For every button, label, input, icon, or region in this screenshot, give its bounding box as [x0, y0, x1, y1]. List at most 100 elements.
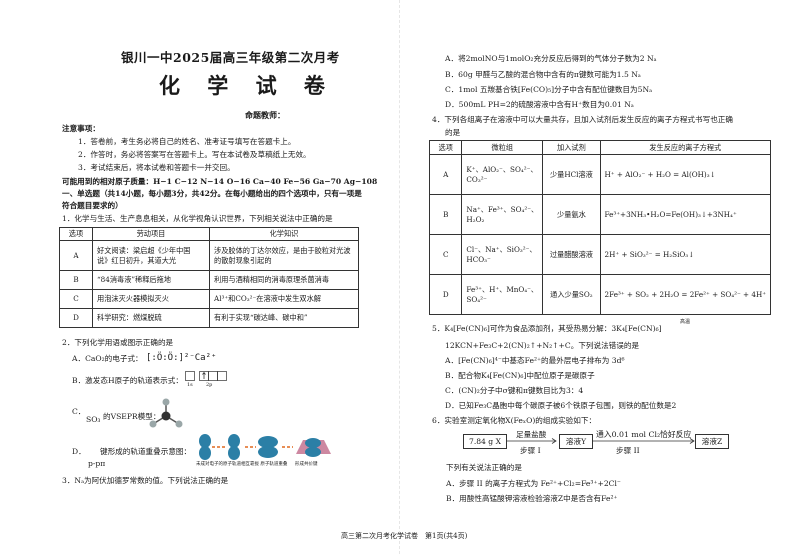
flow-step2-reagent: 通入0.01 mol Cl₂恰好反应 — [596, 430, 692, 439]
q4-reagent: 过量醋酸溶液 — [542, 234, 601, 275]
q4-reagent: 通入少量SO₂ — [542, 274, 601, 315]
q4-ions-cell: Na⁺、Fe³⁺、SO₄²⁻、H₂O₂ — [461, 194, 544, 235]
question-2: 2．下列化学用语或图示正确的是 — [62, 338, 174, 347]
q1-option: B — [59, 270, 93, 290]
cell-line: K⁺、AlO₂⁻、SO₄²⁻、 — [466, 164, 538, 174]
flow-step1-reagent: 足量盐酸 — [516, 430, 547, 439]
q4-reagent: 少量HCl溶液 — [542, 154, 601, 195]
q5-option-b: B．配合物K₄[Fe(CN)₆]中配位原子是碳原子 — [445, 371, 595, 380]
notice-item: 1．答卷前，考生务必将自己的姓名、准考证号填写在答题卡上。 — [78, 137, 296, 146]
q6-ask: 下列有关说法正确的是 — [446, 463, 522, 472]
q1-chem-cell: 利用与酒精相同的消毒原理杀菌消毒 — [209, 270, 359, 290]
notice-item: 3．考试结束后，将本试卷和答题卡一并交回。 — [78, 163, 235, 172]
q2-option-c: C． — [72, 407, 86, 416]
flow-arrow-1 — [506, 438, 557, 444]
q4-header: 加入试剂 — [542, 140, 601, 155]
q5-option-a: A．[Fe(CN)₆]⁴⁻中基态Fe²⁺的最外层电子排布为 3d⁶ — [445, 356, 625, 365]
overlap-caption-1: 未成对电子的原子轨道相互靠拢 原子轨道重叠 — [196, 462, 288, 467]
cell-line: SO₄²⁻ — [466, 294, 487, 304]
cell-line: CO₃²⁻ — [466, 174, 488, 184]
q2-option-b: B．激发态H原子的轨道表示式： — [72, 376, 183, 385]
question-4-cont: 的是 — [445, 128, 461, 137]
q1-option: D — [59, 308, 93, 328]
orbital-diagram — [185, 371, 227, 381]
q1-header: 化学知识 — [209, 227, 359, 241]
q2-a-formula: [:Ö:Ö:]²⁻Ca²⁺ — [146, 353, 217, 363]
question-6: 6．实验室测定氧化物X(FeₓO)的组成实验如下： — [432, 416, 597, 425]
flow-box-y: 溶液Y — [559, 434, 593, 449]
flow-step2-label: 步骤 II — [616, 446, 640, 455]
q1-chem-cell: 有利于实现“碳达峰、碳中和” — [209, 308, 359, 328]
cell-line: 好文阅读：梁启超《少年中国 — [97, 245, 191, 255]
orbital-box-1s — [185, 371, 195, 381]
section-heading: 一、单选题（共14小题，每小题3分，共42分。在每小题给出的四个选项中，只有一项… — [62, 189, 362, 198]
q4-ions-cell: Cl⁻、Na⁺、SiO₃²⁻、HCO₃⁻ — [461, 234, 544, 275]
q2-c-text: 的VSEPR模型： — [103, 412, 161, 421]
cell-line: 涉及胶体的丁达尔效应，是由于胶粒对光波 — [214, 245, 351, 255]
q5-option-c: C．(CN)₂分子中σ键和π键数目比为3：4 — [445, 386, 584, 395]
q2-option-a: A．CaO₂的电子式： — [72, 354, 143, 363]
q3-option-c: C．1mol 五羰基合铁[Fe(CO)₅]分子中含有配位键数目为5Nₐ — [445, 85, 653, 94]
q6-option-b: B．用酸性高锰酸钾溶液检验溶液Z中是否含有Fe²⁺ — [446, 494, 618, 503]
electron-arrow-head — [202, 371, 206, 375]
cell-line: H₂O₂ — [466, 214, 485, 224]
q4-option: C — [428, 234, 463, 275]
cell-line: 说》红日初升，其道大光 — [97, 255, 177, 265]
flow-step1-label: 步骤 I — [520, 446, 541, 455]
q4-header: 发生反应的离子方程式 — [599, 140, 772, 155]
q3-option-a: A．将2molNO与1molO₂充分反应后得到的气体分子数为2 Nₐ — [445, 54, 657, 63]
orbital-box-2p — [208, 371, 218, 381]
q1-work-cell: 科学研究：燃煤脱硫 — [92, 308, 210, 328]
q4-ions-cell: Fe³⁺、H⁺、MnO₄⁻、SO₄²⁻ — [461, 274, 544, 315]
q2-d-sub: p-pπ — [88, 459, 106, 468]
question-1: 1．化学与生活、生产息息相关，从化学视角认识世界，下列相关说法中正确的是 — [62, 214, 333, 223]
q2-d-text: 键形成的轨道重叠示意图： — [100, 447, 192, 456]
orbital-overlap-diagram — [199, 434, 331, 460]
cell-line: Fe³⁺、H⁺、MnO₄⁻、 — [466, 284, 539, 294]
q1-option: A — [59, 240, 93, 271]
cell-line: Cl⁻、Na⁺、SiO₃²⁻、 — [466, 244, 537, 254]
q6-option-a: A．步骤 II 的离子方程式为 Fe²⁺+Cl₂=Fe³⁺+2Cl⁻ — [446, 479, 621, 488]
q1-work-cell: 用泡沫灭火器模拟灭火 — [92, 289, 210, 309]
q4-equation: 2Fe³⁺ + SO₂ + 2H₂O = 2Fe²⁺ + SO₄²⁻ + 4H⁺ — [599, 274, 772, 315]
question-4: 4．下列各组离子在溶液中可以大量共存，且加入试剂后发生反应的离子方程式书写也正确 — [432, 115, 733, 124]
cell-line: 的散射现象引起的 — [214, 255, 272, 265]
q1-work-cell: 好文阅读：梁启超《少年中国说》红日初升，其道大光 — [92, 240, 210, 271]
overlap-caption-2: 形成共价键 — [295, 462, 318, 467]
orbital-label-1s: 1s — [187, 382, 193, 388]
q2-c-formula: SO₃ — [86, 415, 101, 424]
orbital-label-2p: 2p — [206, 382, 213, 388]
school-title: 银川一中2025届高三年级第二次月考 — [121, 50, 340, 65]
q4-option: D — [428, 274, 463, 315]
q3-option-b: B．60g 甲醛与乙酸的混合物中含有的π键数可能为1.5 Nₐ — [445, 70, 641, 79]
q1-chem-cell: Al³⁺和CO₃²⁻在溶液中发生双水解 — [209, 289, 359, 309]
notice-title: 注意事项： — [62, 124, 100, 133]
author-label: 命题教师： — [245, 110, 285, 120]
subject-title: 化 学 试 卷 — [159, 74, 335, 98]
question-5-cont: 12KCN+Fe₃C+2(CN)₂↑+N₂↑+C。下列说法错误的是 — [445, 341, 640, 350]
orbital-box-2p — [217, 371, 227, 381]
page-divider — [399, 0, 400, 554]
q1-chem-cell: 涉及胶体的丁达尔效应，是由于胶粒对光波的散射现象引起的 — [209, 240, 359, 271]
flow-box-z: 溶液Z — [695, 434, 729, 449]
q1-option: C — [59, 289, 93, 309]
q2-option-d: D． — [72, 447, 86, 456]
q4-equation: H⁺ + AlO₂⁻ + H₂O = Al(OH)₃↓ — [599, 154, 772, 195]
q4-reagent: 少量氨水 — [542, 194, 601, 235]
q4-equation: 2H⁺ + SiO₃²⁻ = H₂SiO₃↓ — [599, 234, 772, 275]
section-heading-cont: 符合题目要求的） — [62, 201, 123, 210]
page-footer: 高三第二次月考化学试卷 第1页(共4页) — [341, 532, 468, 540]
q1-work-cell: “84消毒液”稀释后拖地 — [92, 270, 210, 290]
q4-table: 选项 微粒组 加入试剂 发生反应的离子方程式 A K⁺、AlO₂⁻、SO₄²⁻、… — [428, 140, 772, 315]
q4-equation: Fe³⁺+3NH₃•H₂O=Fe(OH)₃↓+3NH₄⁺ — [599, 194, 772, 235]
notice-item: 2．作答时，务必将答案写在答题卡上。写在本试卷及草稿纸上无效。 — [78, 150, 311, 159]
flow-arrow-2 — [592, 438, 695, 444]
q3-option-d: D．500mL PH=2的硫酸溶液中含有H⁺数目为0.01 Nₐ — [445, 100, 634, 109]
q4-header: 微粒组 — [461, 140, 544, 155]
cell-line: Na⁺、Fe³⁺、SO₄²⁻、 — [466, 204, 539, 214]
flow-box-x: 7.84 g X — [463, 434, 507, 449]
q4-header: 选项 — [428, 140, 463, 155]
q5-condition: 高温 — [680, 319, 691, 325]
vsepr-model-icon — [149, 398, 183, 428]
atomic-mass-line: 可能用到的相对原子质量：H−1 C−12 N−14 O−16 Ca−40 Fe−… — [62, 177, 378, 186]
